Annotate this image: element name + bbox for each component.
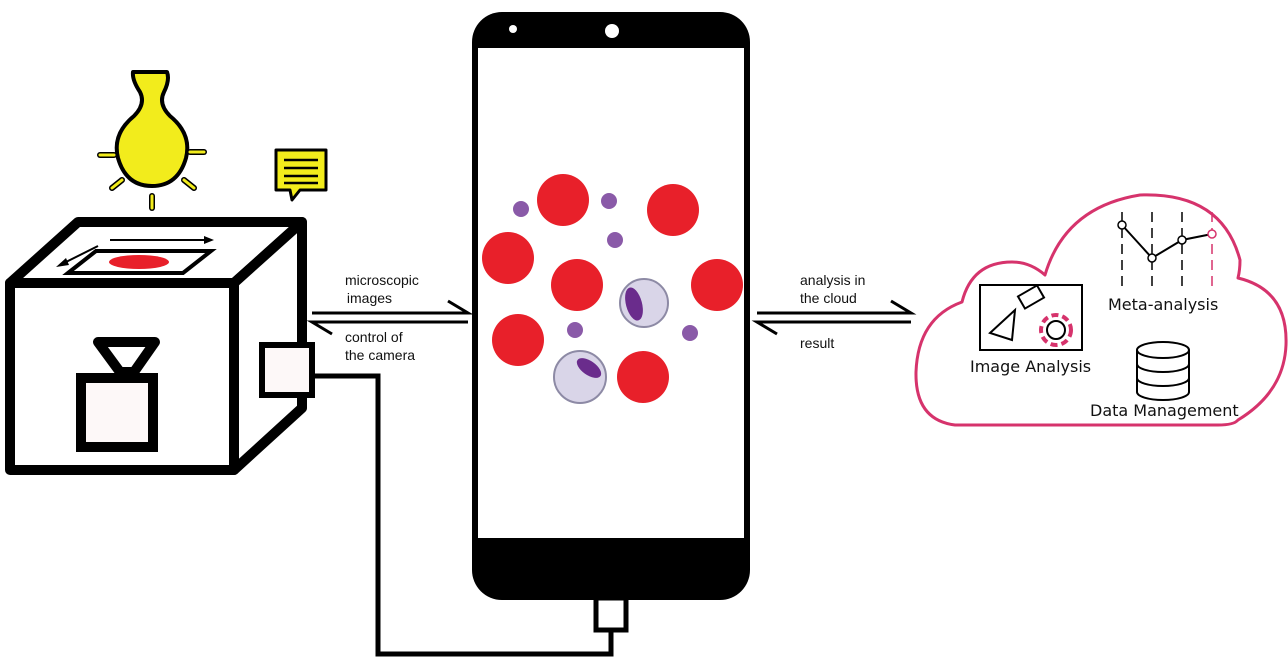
label-meta-analysis: Meta-analysis [1108, 295, 1218, 314]
box-usb-port [259, 342, 315, 398]
platelet [601, 193, 617, 209]
label-result: result [800, 335, 834, 351]
box-phone-arrows [306, 299, 474, 336]
platelet [513, 201, 529, 217]
red-blood-cell [551, 259, 603, 311]
label-analysis-cloud: analysis in the cloud [800, 272, 869, 306]
phone-cloud-arrows [751, 299, 917, 336]
red-blood-cell [537, 174, 589, 226]
red-blood-cell [647, 184, 699, 236]
label-control-camera: control of the camera [345, 329, 415, 363]
lightbulb-icon [97, 70, 207, 211]
white-blood-cell [553, 350, 607, 404]
white-blood-cell [619, 278, 669, 328]
platelet [682, 325, 698, 341]
front-camera [509, 25, 517, 33]
usb-cable [312, 373, 614, 657]
red-blood-cell [617, 351, 669, 403]
red-blood-cell [482, 232, 534, 284]
red-blood-cell [492, 314, 544, 366]
cloud-icon [914, 193, 1288, 427]
database-icon [1136, 341, 1190, 401]
red-blood-cell [691, 259, 743, 311]
label-data-management: Data Management [1090, 401, 1239, 420]
blood-smear [482, 174, 743, 404]
phone-usb-port [593, 595, 629, 633]
platelet [567, 322, 583, 338]
platelet [607, 232, 623, 248]
label-microscopic-images: microscopic images [343, 272, 423, 306]
camera-icon [76, 337, 160, 452]
microscope-box [5, 217, 315, 475]
image-analysis-icon [979, 284, 1083, 351]
meta-analysis-icon [1117, 212, 1217, 290]
label-image-analysis: Image Analysis [970, 357, 1091, 376]
sample-spot [109, 255, 169, 269]
front-sensor [605, 24, 619, 38]
speech-bubble-icon [274, 148, 328, 202]
